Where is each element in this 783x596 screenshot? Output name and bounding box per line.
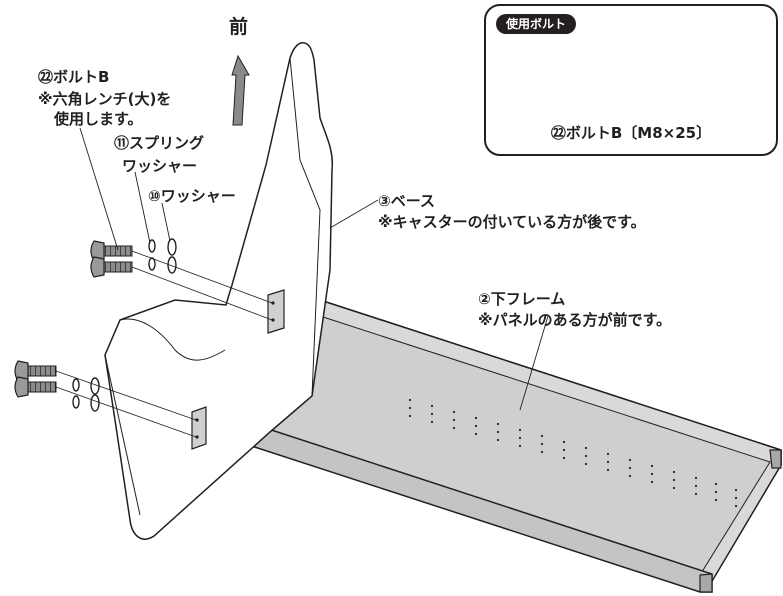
lower-frame-label: ②下フレーム — [478, 290, 566, 308]
base-panel — [104, 42, 334, 540]
front-direction-arrow — [231, 54, 250, 126]
upper-hardware — [90, 238, 273, 321]
frame-holes — [408, 398, 738, 508]
hex-wrench-note-line2: 使用します。 — [54, 110, 143, 128]
lower-frame-note: ※パネルのある方が前です。 — [478, 311, 672, 329]
spring-washer-label-line2: ワッシャー — [122, 157, 198, 175]
lower-frame — [232, 299, 782, 593]
bolt-b-label: ㉒ボルトB — [38, 68, 110, 86]
front-label: 前 — [229, 16, 249, 38]
mounting-brackets — [191, 289, 285, 450]
hex-wrench-note-line1: ※六角レンチ(大)を — [38, 90, 172, 108]
bolt-callout-box: 使用ボルト ㉒ボルトB〔M8×25〕 — [484, 4, 778, 156]
callout-caption: ㉒ボルトB〔M8×25〕 — [550, 124, 712, 142]
callout-badge: 使用ボルト — [496, 14, 577, 34]
base-label: ③ベース — [378, 192, 435, 210]
base-note: ※キャスターの付いている方が後です。 — [378, 213, 646, 231]
leader-lines — [79, 127, 549, 411]
spring-washer-label-line1: ⑪スプリング — [114, 134, 205, 152]
washer-label: ⑩ワッシャー — [148, 187, 236, 205]
lower-hardware — [14, 360, 197, 438]
